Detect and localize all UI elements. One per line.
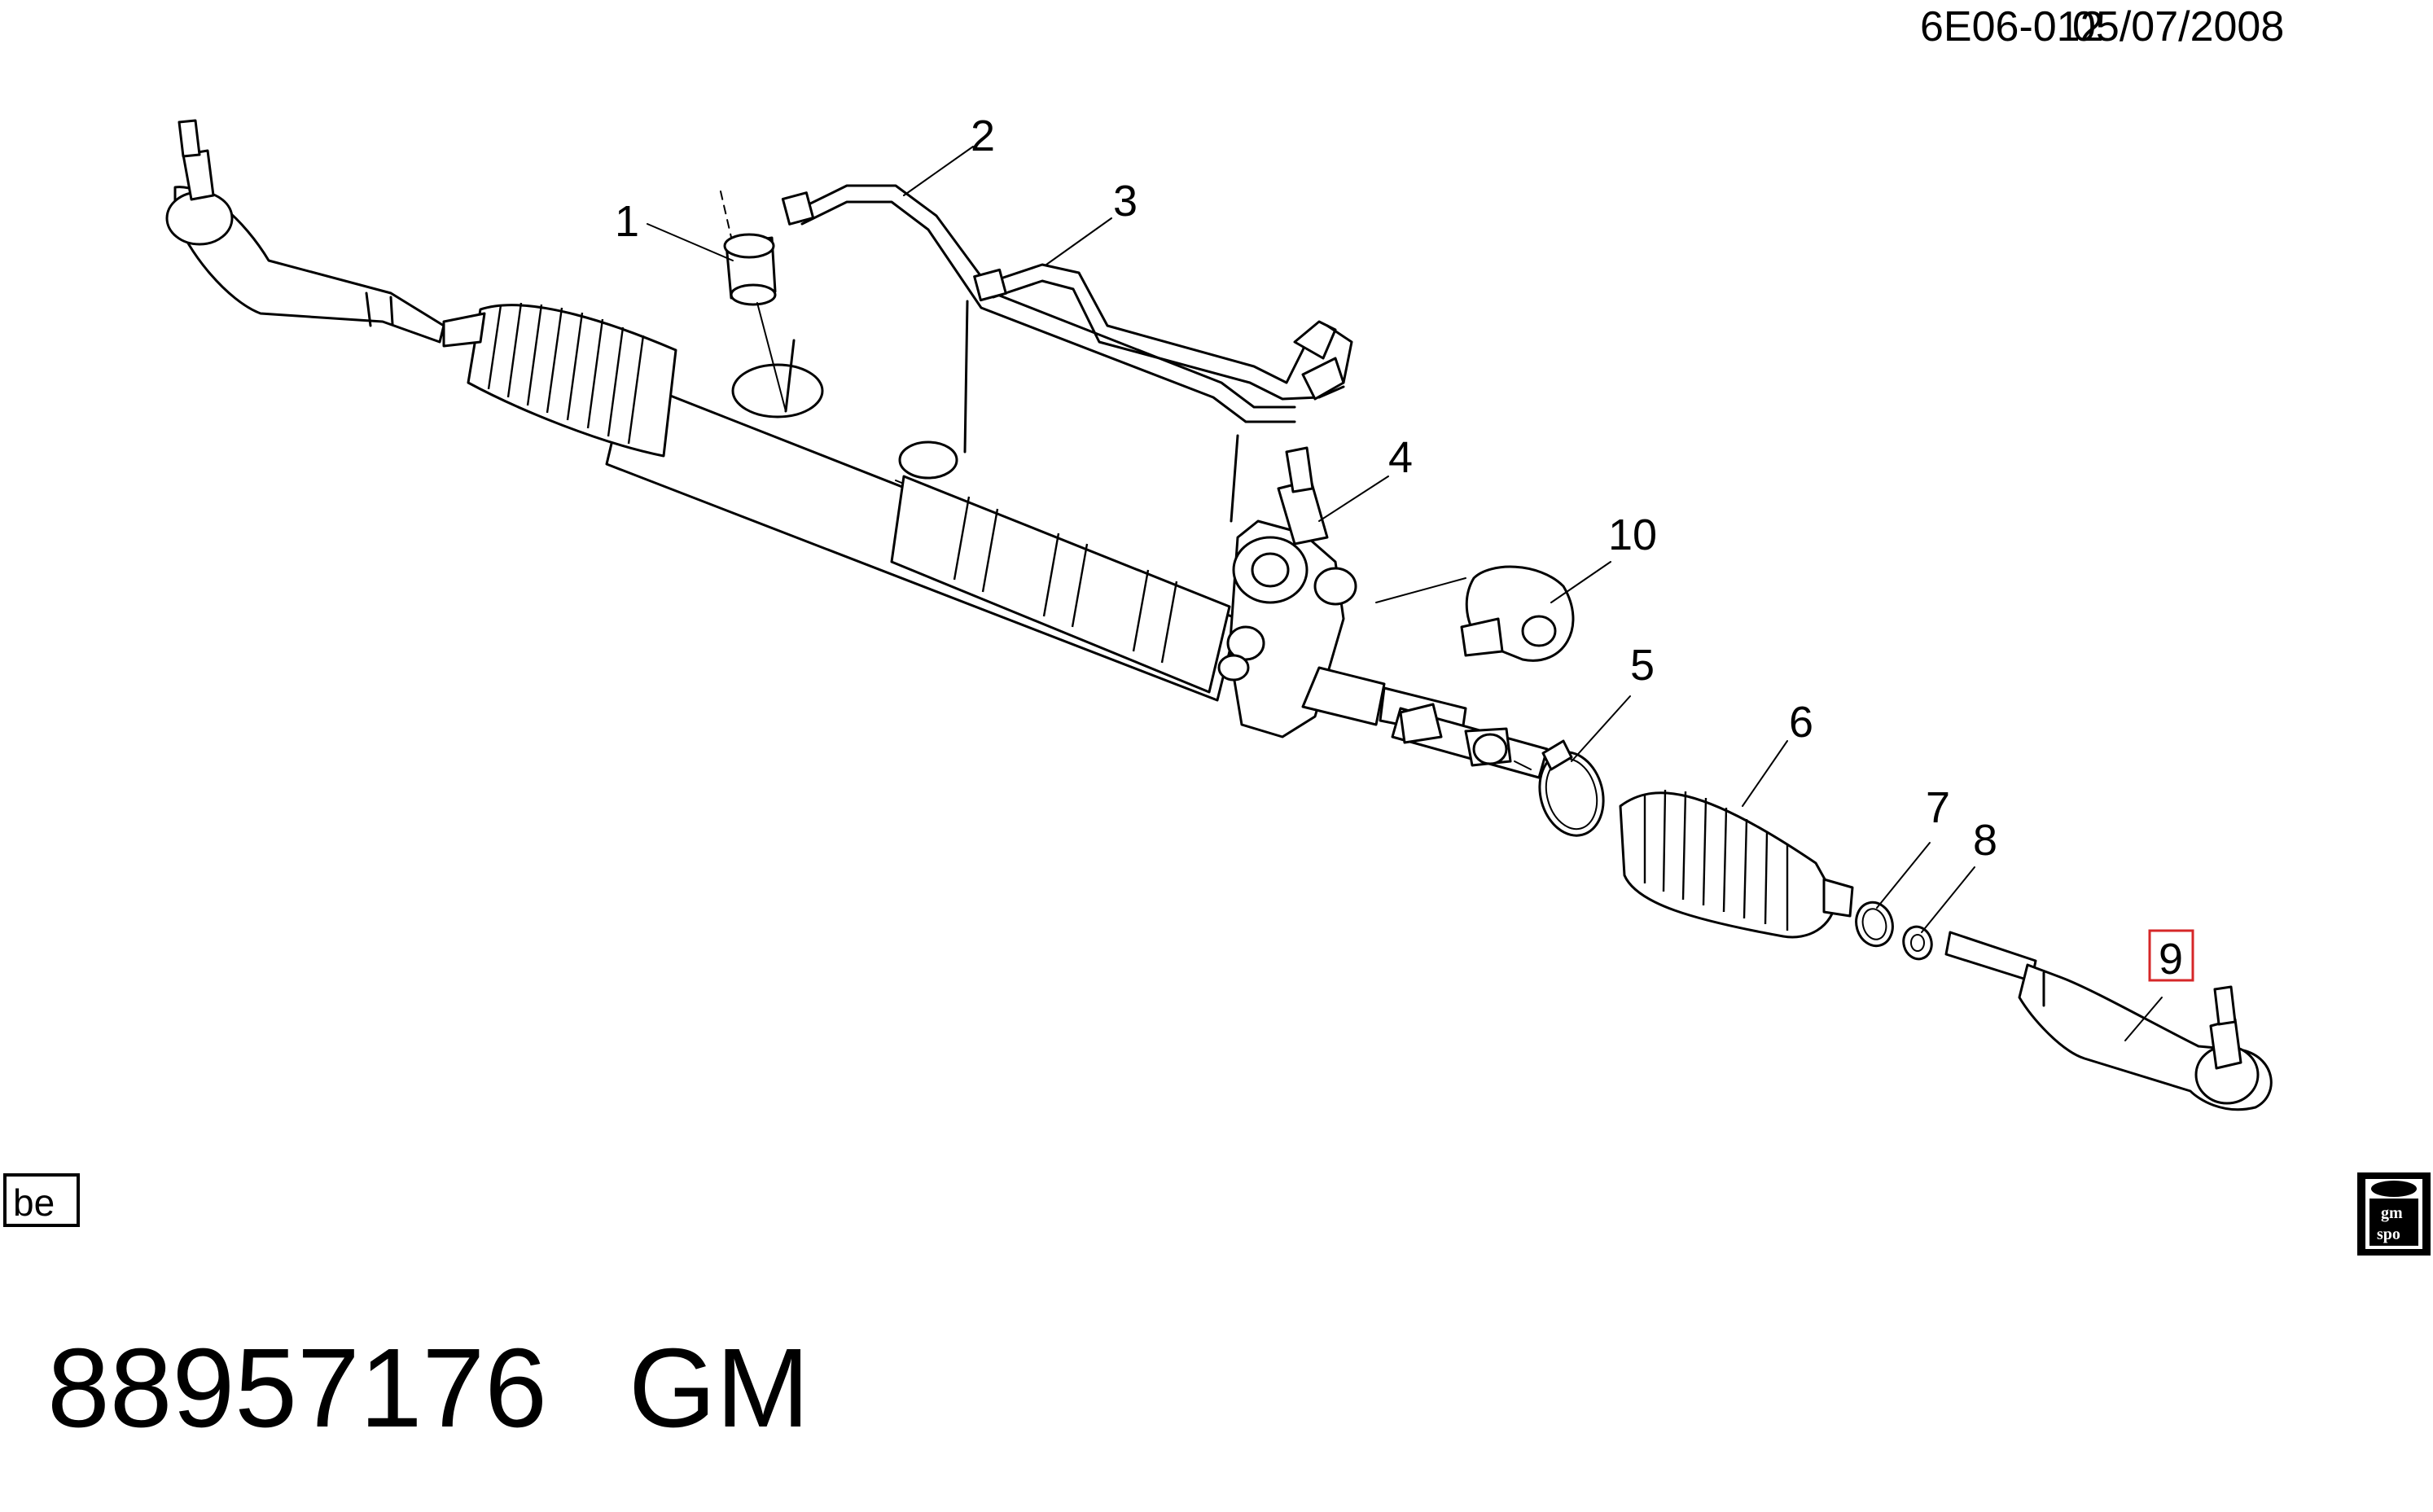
brand-label: GM — [629, 1326, 809, 1451]
callout-4: 4 — [1388, 433, 1413, 482]
diagram-id: 6E06-012 — [1920, 3, 2104, 50]
callout-2: 2 — [971, 112, 995, 160]
rack-housing — [605, 300, 1239, 702]
svg-text:be: be — [13, 1181, 55, 1224]
part-number: 88957176 — [47, 1326, 547, 1451]
callout-10: 10 — [1608, 511, 1657, 559]
left-tie-rod-end — [165, 119, 445, 344]
svg-text:gm: gm — [2381, 1204, 2403, 1222]
svg-text:spo: spo — [2377, 1225, 2400, 1243]
callout-5: 5 — [1630, 641, 1655, 690]
gm-spo-logo: gm spo — [2357, 1172, 2431, 1256]
part-9-tie-rod-end — [1944, 931, 2273, 1111]
part-3-pipe — [973, 263, 1353, 401]
callout-9-highlight-box — [2148, 929, 2194, 982]
part-4-pinion-housing — [1217, 434, 1467, 738]
callout-7: 7 — [1926, 783, 1950, 832]
callout-3: 3 — [1113, 177, 1138, 226]
part-7-clamp — [1855, 901, 1894, 948]
diagram-date: 05/07/2008 — [2072, 3, 2284, 50]
callout-6: 6 — [1789, 698, 1813, 747]
part-6-boot — [1619, 789, 1854, 939]
part-5-clamp — [1538, 739, 1605, 837]
callout-9: 9 — [2159, 935, 2183, 984]
part-10-cap — [1375, 565, 1575, 662]
part-8-nut — [1902, 925, 1933, 961]
callout-8: 8 — [1973, 816, 1997, 865]
inner-tie-rod — [1391, 703, 1549, 779]
leader-lines — [647, 146, 2163, 1041]
left-boot — [442, 302, 677, 458]
part-2-pipe — [781, 184, 1296, 423]
callout-1: 1 — [615, 197, 639, 246]
part-1-bushing — [720, 191, 787, 412]
badge-be: be — [3, 1173, 80, 1227]
